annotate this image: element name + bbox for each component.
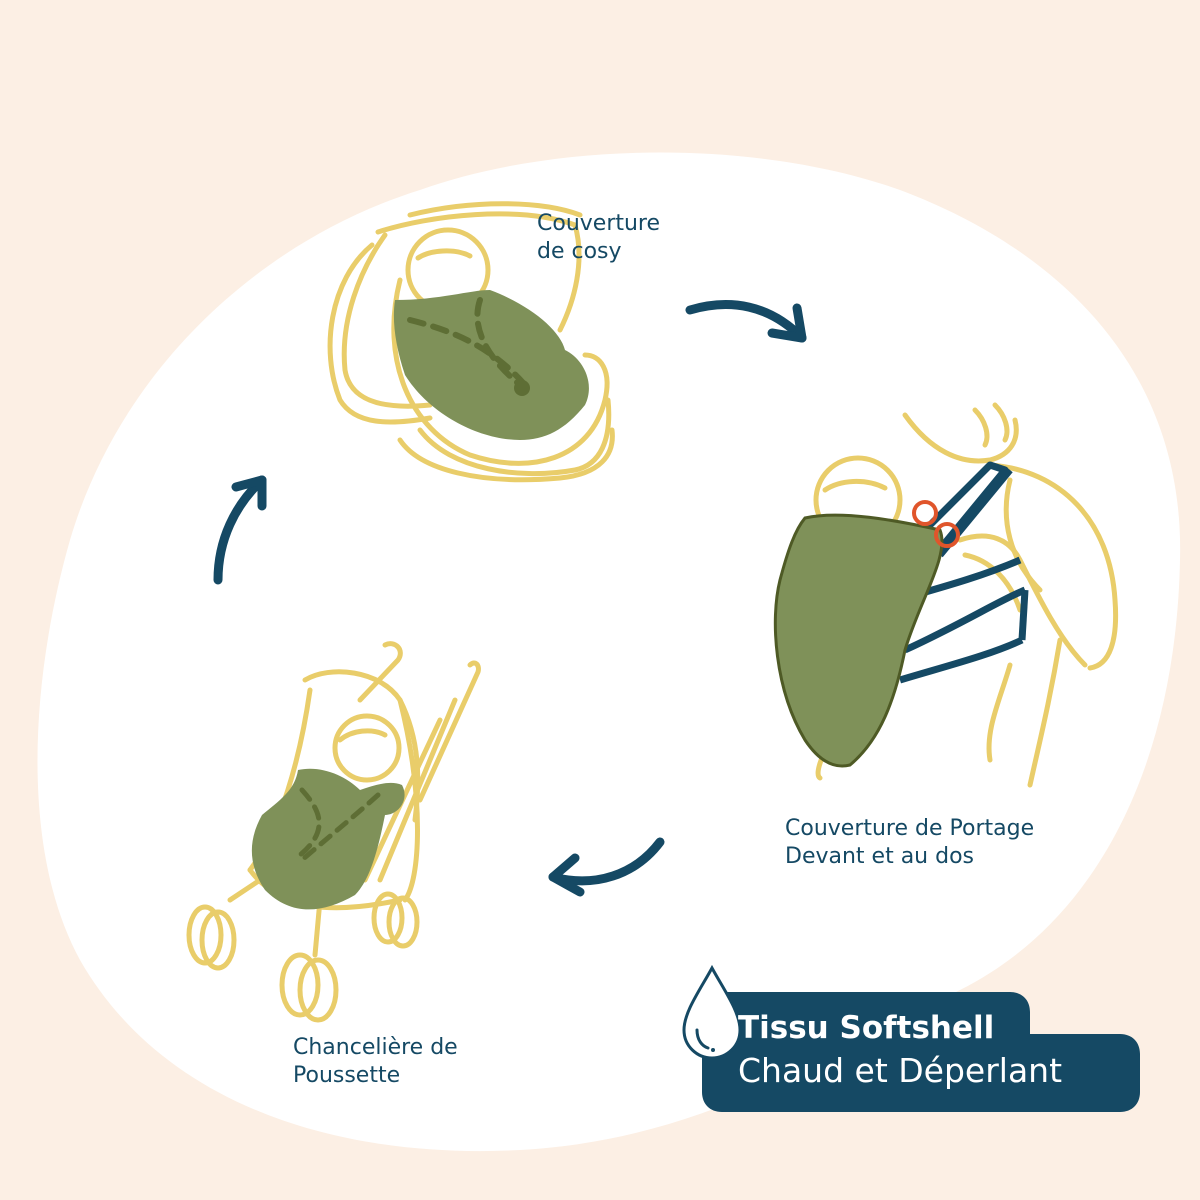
carrier-straps bbox=[898, 461, 1029, 684]
portage-blanket bbox=[773, 513, 944, 768]
badge-background bbox=[702, 992, 1140, 1112]
label-portage-line1: Couverture de Portage bbox=[785, 816, 1035, 841]
label-cosy-line1: Couverture bbox=[537, 211, 661, 236]
arrow-cosy-to-portage bbox=[685, 300, 807, 343]
cosy-illustration bbox=[327, 201, 615, 483]
label-poussette-line1: Chancelière de bbox=[293, 1035, 458, 1060]
label-poussette: Chancelière de Poussette bbox=[293, 1034, 458, 1090]
label-cosy: Couverture de cosy bbox=[537, 210, 660, 266]
label-portage: Couverture de Portage Devant et au dos bbox=[785, 815, 1034, 871]
water-drop-icon bbox=[682, 964, 742, 1060]
label-cosy-line2: de cosy bbox=[537, 239, 622, 264]
arrow-portage-to-poussette bbox=[548, 837, 665, 897]
carrier-ring bbox=[912, 500, 938, 526]
poussette-illustration bbox=[186, 641, 481, 1023]
arrow-poussette-to-cosy bbox=[213, 475, 267, 585]
label-poussette-line2: Poussette bbox=[293, 1063, 401, 1088]
label-portage-line2: Devant et au dos bbox=[785, 844, 974, 869]
carrier-ring bbox=[934, 522, 960, 548]
